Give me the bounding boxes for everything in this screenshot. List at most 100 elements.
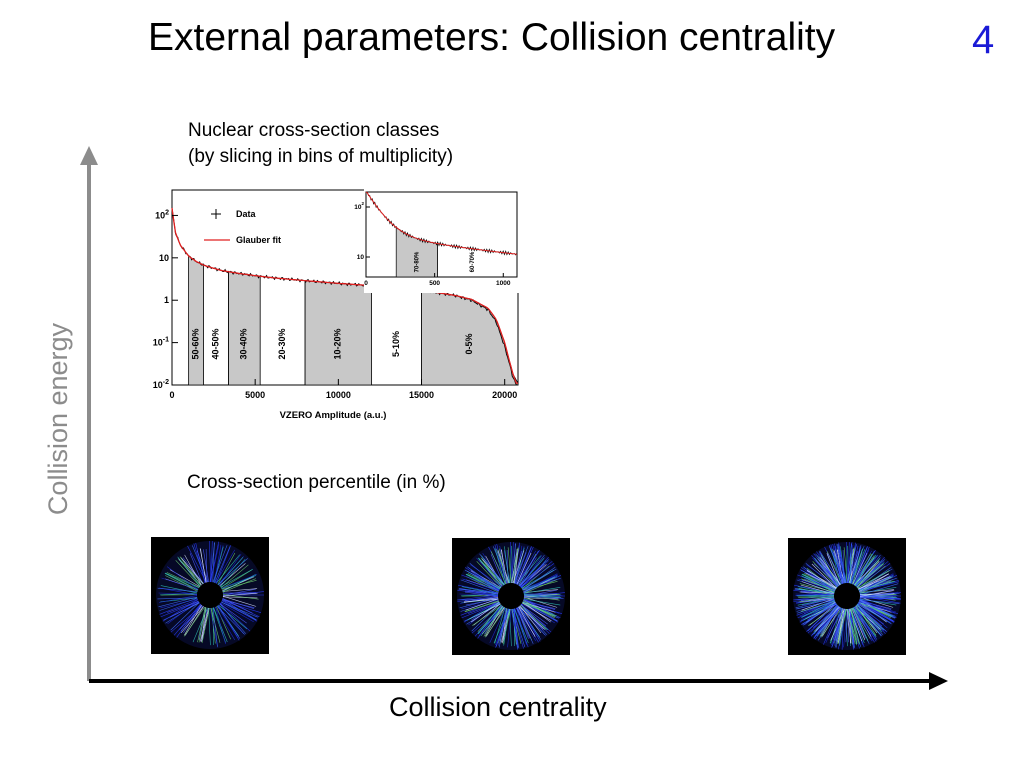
event-track [850, 545, 862, 584]
event-track [210, 544, 220, 583]
inset-x-tick-label: 1000 [496, 280, 511, 287]
event-track [464, 601, 500, 613]
event-track [853, 549, 870, 585]
event-track [221, 599, 255, 608]
event-track [848, 608, 860, 649]
event-track [170, 602, 200, 631]
event-track [523, 598, 561, 606]
event-track [859, 599, 900, 604]
percentile-caption: Cross-section percentile (in %) [187, 472, 446, 493]
event-track [184, 554, 202, 586]
event-track [522, 601, 558, 617]
event-track [514, 552, 527, 584]
event-track [797, 574, 836, 590]
event-track [820, 554, 839, 587]
event-track [797, 600, 836, 614]
event-track [158, 592, 198, 595]
event-track [846, 542, 853, 584]
event-track [507, 608, 512, 648]
event-track [222, 578, 257, 593]
event-track [799, 583, 835, 593]
event-track [212, 545, 228, 583]
event-track [513, 549, 519, 584]
event-display-icon [452, 538, 570, 655]
event-track [858, 601, 896, 613]
event-track [209, 541, 219, 583]
event-track [858, 573, 890, 590]
event-track [859, 599, 890, 616]
event-track [217, 552, 236, 585]
event-track [827, 553, 844, 584]
y-axis-arrow-icon [80, 146, 98, 165]
event-track [173, 603, 201, 636]
event-track [215, 606, 226, 645]
x-tick-label: 10000 [326, 390, 351, 400]
event-track [162, 599, 198, 622]
event-track [159, 592, 198, 596]
event-track [489, 607, 506, 643]
event-track [511, 608, 518, 649]
inset-bin-label: 70-80% [414, 251, 420, 272]
event-track [519, 563, 545, 587]
event-track [159, 597, 198, 611]
inset-fit-line [365, 191, 518, 255]
event-track [471, 603, 501, 632]
event-track [859, 598, 896, 614]
centrality-bin-label: 0-5% [464, 333, 474, 354]
plot-caption-line1: Nuclear cross-section classes [188, 120, 440, 141]
event-track [800, 600, 836, 619]
event-track [463, 598, 499, 603]
event-track [859, 596, 894, 608]
event-track [520, 604, 548, 625]
y-tick-label: 10-1 [153, 337, 169, 348]
event-track [214, 546, 231, 584]
centrality-bin-label: 30-40% [239, 328, 249, 359]
event-track [198, 607, 207, 643]
event-track [523, 596, 558, 608]
event-track [464, 596, 499, 601]
event-track [523, 594, 562, 598]
event-track [850, 608, 860, 644]
event-track [799, 599, 835, 617]
event-track [196, 550, 209, 583]
event-track [523, 587, 561, 594]
event-track [856, 563, 884, 588]
event-track [523, 594, 564, 599]
event-track [499, 548, 507, 585]
event-track [814, 607, 841, 640]
event-track [510, 547, 519, 584]
event-track [222, 596, 258, 599]
event-track [465, 598, 499, 611]
event-track [158, 596, 198, 608]
y-tick-label: 10-2 [153, 379, 169, 390]
vzero-plot: 50-60%40-50%30-40%20-30%10-20%5-10%0-5%0… [153, 188, 521, 421]
event-track [166, 566, 199, 590]
centrality-bin-label: 40-50% [210, 328, 220, 359]
inset-y-tick-label-exponent: 2 [361, 201, 364, 206]
event-track [857, 570, 890, 589]
event-track [514, 608, 529, 648]
event-track [523, 574, 558, 592]
event-track [214, 606, 236, 641]
event-track [854, 606, 873, 641]
event-track [160, 598, 198, 609]
event-track [197, 607, 206, 643]
event-track [829, 544, 845, 584]
event-track [484, 607, 507, 638]
event-track [210, 541, 213, 583]
event-track [855, 605, 885, 632]
event-track [221, 574, 258, 589]
event-track [832, 608, 843, 641]
event-track [801, 575, 835, 593]
inset-frame [365, 191, 518, 278]
event-track [512, 608, 524, 649]
event-track [857, 603, 892, 625]
event-track [801, 598, 835, 611]
event-track [519, 605, 541, 642]
event-track [216, 606, 231, 640]
event-track [831, 608, 845, 646]
central-event-display [788, 538, 906, 655]
event-track [504, 546, 510, 584]
event-track [221, 600, 258, 622]
